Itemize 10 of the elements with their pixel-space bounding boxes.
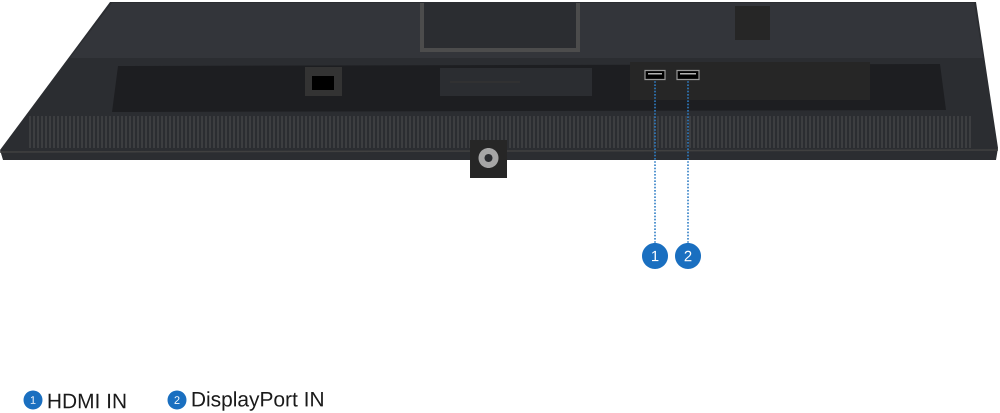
callout-number: 2 <box>675 243 701 269</box>
legend-number: 2 <box>168 390 186 410</box>
leader-line <box>687 80 689 243</box>
node-label: DisplayPort IN <box>192 391 323 411</box>
callout-number: 1 <box>642 243 668 269</box>
port-picture <box>676 70 700 80</box>
node-label: HDMI IN <box>48 394 126 408</box>
port-picture <box>644 70 666 80</box>
leader-line <box>654 80 656 243</box>
legend-number: 1 <box>24 390 42 410</box>
